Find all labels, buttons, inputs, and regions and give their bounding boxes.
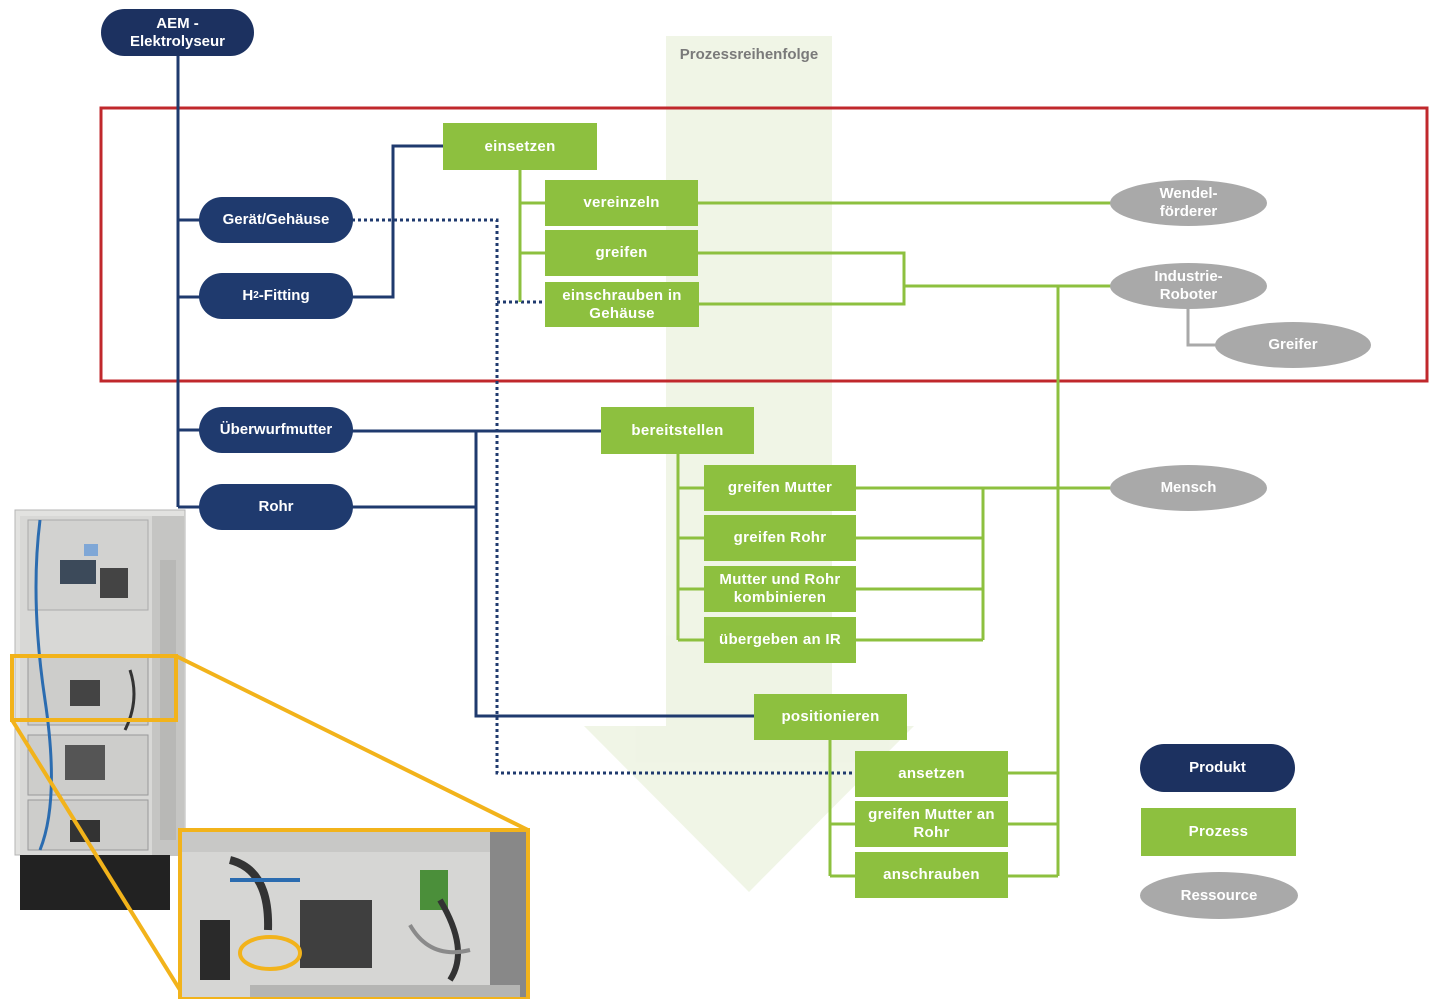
resource-greifer: Greifer <box>1215 322 1371 368</box>
process-greifen-mutter-an-rohr: greifen Mutter an Rohr <box>855 801 1008 847</box>
product-aem-elektrolyseur: AEM - Elektrolyseur <box>101 9 254 56</box>
process-order-label: Prozessreihenfolge <box>679 46 819 63</box>
process-vereinzeln: vereinzeln <box>545 180 698 226</box>
h2-fitting-label-h: H <box>242 287 254 304</box>
process-einschrauben-in-gehaeuse: einschrauben in Gehäuse <box>545 282 699 327</box>
process-anschrauben: anschrauben <box>855 852 1008 898</box>
process-greifen-rohr: greifen Rohr <box>704 515 856 561</box>
product-ueberwurfmutter: Überwurfmutter <box>199 407 353 453</box>
legend-ressource: Ressource <box>1140 872 1298 919</box>
legend-produkt: Produkt <box>1140 744 1295 792</box>
h2-fitting-label-sub: 2 <box>253 290 259 301</box>
process-greifen: greifen <box>545 230 698 276</box>
product-geraet-gehaeuse: Gerät/Gehäuse <box>199 197 353 243</box>
process-einsetzen: einsetzen <box>443 123 597 170</box>
resource-industrie-roboter: Industrie- Roboter <box>1110 263 1267 309</box>
process-bereitstellen: bereitstellen <box>601 407 754 454</box>
highlight-frame <box>99 106 1429 383</box>
h2-fitting-label-rest: -Fitting <box>258 287 310 304</box>
resource-mensch: Mensch <box>1110 465 1267 511</box>
process-mutter-und-rohr-kombinieren: Mutter und Rohr kombinieren <box>704 566 856 612</box>
process-greifen-mutter: greifen Mutter <box>704 465 856 511</box>
process-ansetzen: ansetzen <box>855 751 1008 797</box>
legend-prozess: Prozess <box>1141 808 1296 856</box>
product-rohr: Rohr <box>199 484 353 530</box>
process-positionieren: positionieren <box>754 694 907 740</box>
resource-wendelfoerderer: Wendel- förderer <box>1110 180 1267 226</box>
process-uebergeben-an-ir: übergeben an IR <box>704 617 856 663</box>
